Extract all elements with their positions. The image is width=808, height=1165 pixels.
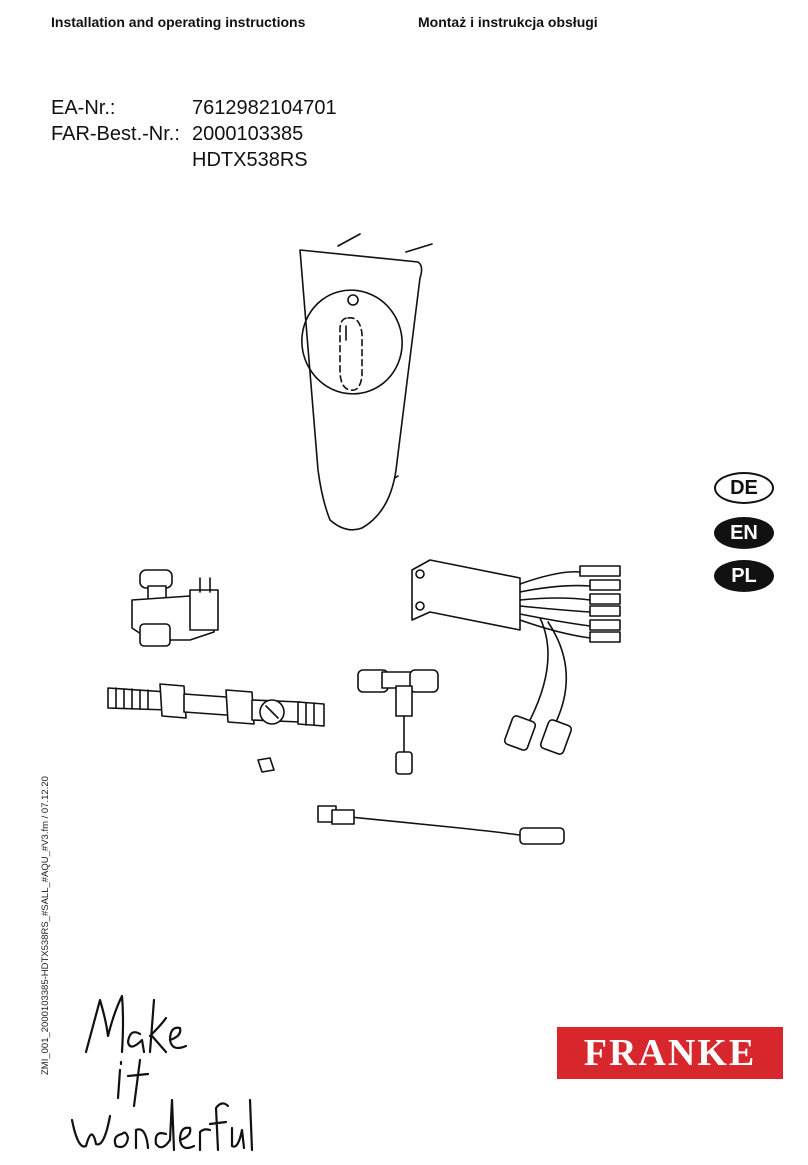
ean-row: EA-Nr.: 7612982104701 <box>51 95 337 121</box>
ean-value: 7612982104701 <box>192 97 337 119</box>
language-badge-de: DE <box>714 472 774 504</box>
franke-logo: FRANKE <box>557 1027 783 1079</box>
brand-name: FRANKE <box>583 1032 757 1074</box>
sensor-cable-drawing <box>317 805 565 845</box>
model-row: HDTX538RS <box>51 147 337 173</box>
pipe-fitting-drawing <box>107 683 325 773</box>
model-number: HDTX538RS <box>192 149 308 171</box>
urinal-drawing <box>299 233 433 531</box>
solenoid-valve-drawing <box>131 569 219 647</box>
header-left-title: Installation and operating instructions <box>51 14 306 30</box>
product-info: EA-Nr.: 7612982104701 FAR-Best.-Nr.: 200… <box>51 95 337 173</box>
far-value: 2000103385 <box>192 123 304 145</box>
language-badge-pl: PL <box>714 560 774 592</box>
document-reference: ZMI_001_2000103385-HDTX538RS_#SALL_#AQU_… <box>40 776 51 1075</box>
t-connector-drawing <box>357 669 439 775</box>
far-row: FAR-Best.-Nr.: 2000103385 <box>51 121 337 147</box>
language-badge-en: EN <box>714 517 774 549</box>
far-label: FAR-Best.-Nr.: <box>51 123 180 145</box>
header-right-title: Montaż i instrukcja obsługi <box>418 14 598 30</box>
make-it-wonderful-slogan <box>70 994 254 1152</box>
control-box-drawing <box>411 559 621 755</box>
ean-label: EA-Nr.: <box>51 97 116 119</box>
